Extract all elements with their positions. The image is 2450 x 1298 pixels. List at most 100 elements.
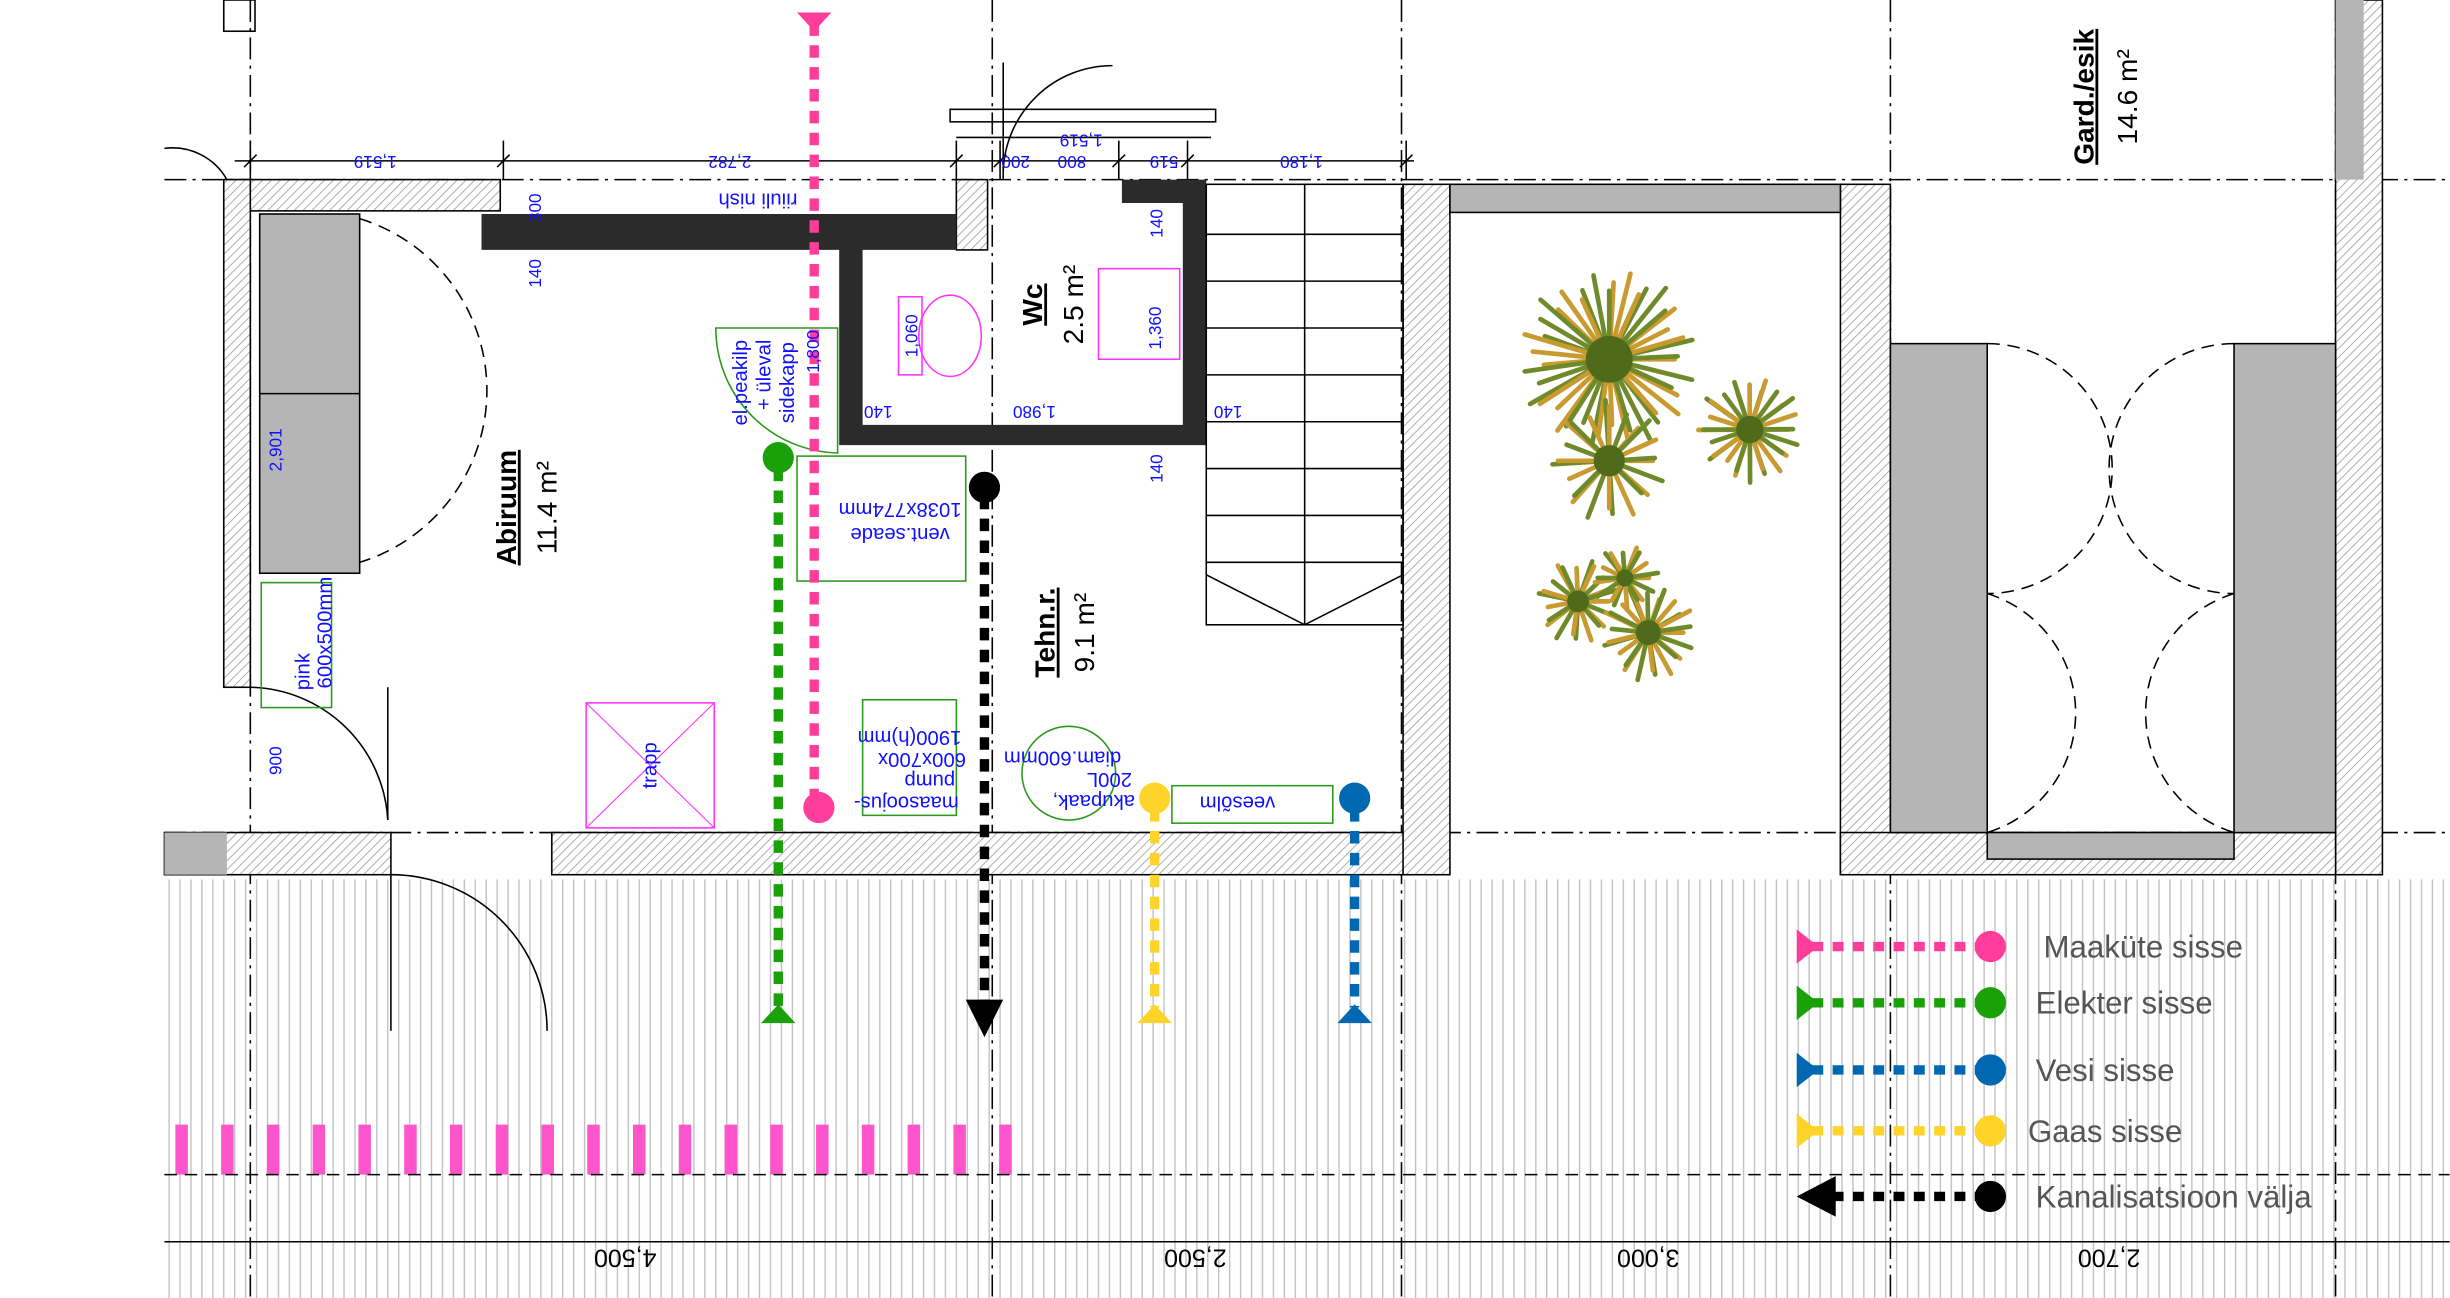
pink-marker bbox=[358, 1124, 371, 1175]
pink-marker bbox=[724, 1124, 738, 1175]
note-vent-1: vent.seade bbox=[850, 523, 949, 545]
room-labels: Abiruum 11.4 m² Wc 2.5 m² Tehn.r. 9.1 m²… bbox=[491, 29, 2143, 678]
note-pink-1: pink bbox=[293, 652, 315, 690]
dim-140-b: 140 bbox=[1147, 209, 1167, 238]
walls bbox=[163, 0, 2384, 876]
palm-plant-icon bbox=[1522, 271, 1695, 446]
palm-plant-icon bbox=[1592, 545, 1661, 613]
legend-arrow-icon bbox=[1796, 1113, 1819, 1149]
legend-label: Vesi sisse bbox=[2036, 1053, 2175, 1088]
dim-140-e: 140 bbox=[1147, 454, 1167, 483]
room-area-tehnr: 9.1 m² bbox=[1069, 593, 1100, 673]
dim-1800: 1,800 bbox=[803, 330, 823, 373]
note-veesolm: veesõlm bbox=[1200, 792, 1276, 814]
legend-arrow-icon bbox=[1796, 929, 1819, 964]
dim-top-1: 1,519 bbox=[354, 152, 397, 172]
legend-label: Gaas sisse bbox=[2028, 1114, 2182, 1149]
legend-arrow-icon bbox=[1796, 985, 1819, 1020]
dim-top-6: 1,180 bbox=[1280, 152, 1323, 172]
pink-marker bbox=[541, 1124, 554, 1175]
electric-line bbox=[761, 442, 796, 1024]
doors bbox=[164, 62, 1217, 1031]
pink-marker bbox=[633, 1124, 646, 1175]
deck-area bbox=[164, 879, 2450, 1298]
dim-2901: 2,901 bbox=[266, 428, 286, 471]
pink-marker bbox=[312, 1124, 326, 1175]
equipment-notes: riiuli nish el.peakilp + üleval sidekapp… bbox=[293, 189, 1276, 814]
legend-dot bbox=[1974, 987, 2006, 1019]
water-line bbox=[1337, 782, 1372, 1024]
note-pump-3: 600x700x bbox=[878, 748, 966, 770]
note-akupaak-3: diam.600mm bbox=[1004, 746, 1121, 768]
pink-marker bbox=[770, 1124, 783, 1175]
dim-bottom-3: 3,000 bbox=[1617, 1244, 1680, 1272]
note-riiuli-nish: riiuli nish bbox=[718, 189, 797, 211]
pink-marker bbox=[861, 1124, 875, 1175]
top-dimension-line bbox=[234, 136, 1414, 180]
pink-marker bbox=[266, 1124, 280, 1175]
note-vent-2: 1038x774mm bbox=[839, 498, 962, 520]
note-akupaak-2: 200L bbox=[1087, 768, 1132, 790]
room-name-abiruum: Abiruum bbox=[491, 450, 522, 566]
inner-dimension-labels: 300 140 1,060 1,360 140 140 1,980 140 14… bbox=[266, 193, 1243, 775]
note-elpeakilp-3: sidekapp bbox=[777, 342, 799, 423]
dim-140-c: 140 bbox=[864, 402, 893, 422]
bottom-dimension-line: 4,500 2,500 3,000 2,700 bbox=[164, 1240, 2450, 1272]
legend-item: Gaas sisse bbox=[1796, 1113, 2182, 1149]
room-area-gard: 14.6 m² bbox=[2112, 49, 2143, 144]
pink-marker bbox=[953, 1124, 966, 1175]
note-elpeakilp-2: + üleval bbox=[753, 340, 775, 411]
ground-heating-line bbox=[797, 12, 835, 824]
legend-label: Kanalisatsioon välja bbox=[2036, 1179, 2313, 1214]
legend-item: Elekter sisse bbox=[1796, 985, 2213, 1021]
dim-300: 300 bbox=[525, 193, 545, 222]
pink-marker bbox=[587, 1124, 600, 1175]
legend-item: Maaküte sisse bbox=[1796, 929, 2243, 964]
legend-dot bbox=[1974, 1180, 2006, 1213]
pink-marker bbox=[221, 1124, 234, 1175]
gas-line bbox=[1137, 782, 1172, 1024]
dim-top-4: 800 bbox=[1058, 152, 1087, 172]
fixtures bbox=[260, 267, 1334, 829]
dim-top-3: 200 bbox=[1001, 152, 1030, 172]
legend-label: Elekter sisse bbox=[2036, 986, 2213, 1021]
cabinets bbox=[258, 213, 2337, 834]
dim-bottom-4: 2,700 bbox=[2078, 1244, 2141, 1272]
pink-marker bbox=[999, 1124, 1012, 1175]
pink-marker bbox=[404, 1124, 417, 1175]
dim-900: 900 bbox=[266, 746, 286, 775]
legend-item: Kanalisatsioon välja bbox=[1796, 1176, 2313, 1217]
note-akupaak-1: akupaak, bbox=[1053, 790, 1135, 812]
pink-marker bbox=[449, 1124, 463, 1175]
top-dimension-labels: 1,519 2,782 200 800 519 1,180 1,519 bbox=[354, 130, 1323, 172]
dim-1980: 1,980 bbox=[1013, 402, 1056, 422]
dim-top-upper: 1,519 bbox=[1060, 130, 1103, 150]
legend-arrow-icon bbox=[1796, 1052, 1819, 1088]
stairs bbox=[1205, 183, 1404, 626]
note-elpeakilp-1: el.peakilp bbox=[730, 340, 752, 426]
deck-pink-markers bbox=[175, 1124, 1012, 1175]
legend-item: Vesi sisse bbox=[1796, 1052, 2175, 1088]
sewer-line bbox=[965, 471, 1004, 1038]
pink-marker bbox=[907, 1124, 921, 1175]
legend-arrow-icon bbox=[1796, 1176, 1836, 1217]
dim-top-5: 519 bbox=[1150, 152, 1179, 172]
palm-plant-icon bbox=[1536, 559, 1619, 643]
room-area-wc: 2.5 m² bbox=[1058, 265, 1089, 345]
pink-marker bbox=[678, 1124, 692, 1175]
room-name-tehnr: Tehn.r. bbox=[1030, 588, 1061, 678]
palm-plant-icon bbox=[1696, 378, 1800, 485]
legend-dot bbox=[1974, 930, 2006, 963]
note-pump-1: maasoojus- bbox=[854, 792, 959, 814]
dim-top-2: 2,782 bbox=[708, 152, 751, 172]
dim-140-a: 140 bbox=[525, 259, 545, 288]
note-pump-2: pump bbox=[904, 770, 955, 792]
note-pump-4: 1900(h)mm bbox=[858, 726, 962, 748]
note-pink-2: 600x500mm bbox=[315, 577, 337, 689]
palm-plants bbox=[1522, 271, 1800, 683]
note-trapp: trapp bbox=[639, 742, 661, 788]
legend-dot bbox=[1974, 1054, 2006, 1086]
pink-marker bbox=[175, 1124, 188, 1175]
